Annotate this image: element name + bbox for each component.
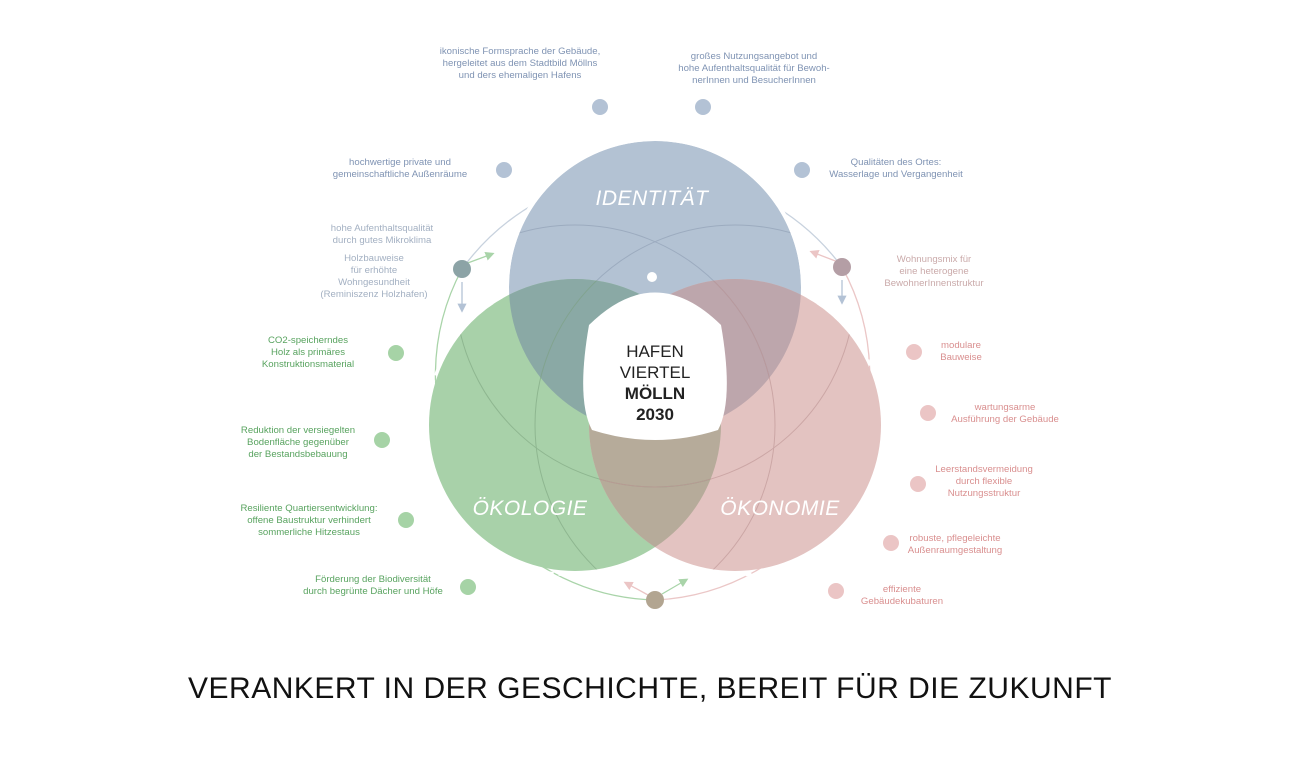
- ecology-label-4: Förderung der Biodiversität durch begrün…: [303, 574, 443, 597]
- center-label: HAFEN VIERTEL MÖLLN 2030: [620, 341, 691, 425]
- shared-label-timber: Holzbauweise für erhöhte Wohngesundheit …: [320, 253, 428, 300]
- ecology-title: ÖKOLOGIE: [472, 497, 588, 520]
- arrow-ecology-top: [464, 251, 495, 265]
- center-area: [583, 292, 727, 440]
- node-economy-3: [910, 476, 926, 492]
- identity-label-2: großes Nutzungsangebot und hohe Aufentha…: [678, 51, 830, 86]
- center-dot: [647, 272, 657, 282]
- node-identity-3: [496, 162, 512, 178]
- node-economy-4: [883, 535, 899, 551]
- node-ecology-1: [388, 345, 404, 361]
- node-identity-2: [695, 99, 711, 115]
- node-ecology-3: [398, 512, 414, 528]
- economy-label-5: effiziente Gebäudekubaturen: [860, 584, 944, 607]
- center-line-3: MÖLLN: [624, 384, 686, 403]
- ecology-label-2: Reduktion der versiegelten Bodenfläche g…: [240, 425, 356, 460]
- identity-label-3: hochwertige private und gemeinschaftlich…: [332, 157, 468, 180]
- identity-title: IDENTITÄT: [595, 187, 709, 210]
- node-economy-5: [828, 583, 844, 599]
- arrow-economy-bottom: [623, 581, 649, 596]
- separator-identity: [505, 137, 805, 288]
- economy-label-2: wartungsarme Ausführung der Gebäude: [951, 402, 1059, 425]
- economy-label-1: modulare Bauweise: [940, 340, 982, 363]
- separator-economy: [661, 295, 886, 577]
- arrow-economy-top: [809, 250, 839, 263]
- identity-label-1: ikonische Formsprache der Gebäude, herge…: [439, 46, 601, 81]
- node-ecology-economy: [646, 591, 664, 609]
- center-line-1: HAFEN: [626, 342, 684, 361]
- identity-label-4: Qualitäten des Ortes: Wasserlage und Ver…: [829, 157, 963, 180]
- node-identity-economy: [833, 258, 851, 276]
- node-economy-1: [906, 344, 922, 360]
- separator-ecology: [424, 295, 649, 577]
- economy-title: ÖKONOMIE: [720, 497, 840, 520]
- slogan: VERANKERT IN DER GESCHICHTE, BEREIT FÜR …: [188, 672, 1112, 705]
- arrow-ecology-bottom: [661, 578, 689, 595]
- shared-label-microclimate: hohe Aufenthaltsqualität durch gutes Mik…: [330, 223, 434, 246]
- node-ecology-4: [460, 579, 476, 595]
- node-identity-1: [592, 99, 608, 115]
- shared-label-housing-mix: Wohnungsmix für eine heterogene Bewohner…: [884, 254, 984, 289]
- economy-label-3: Leerstandsvermeidung durch flexible Nutz…: [935, 464, 1033, 499]
- node-economy-2: [920, 405, 936, 421]
- node-ecology-2: [374, 432, 390, 448]
- economy-label-4: robuste, pflegeleichte Außenraumgestaltu…: [907, 533, 1003, 556]
- ecology-label-1: CO2-speicherndes Holz als primäres Konst…: [261, 335, 355, 370]
- node-identity-ecology: [453, 260, 471, 278]
- center-line-4: 2030: [636, 405, 674, 424]
- ecology-label-3: Resiliente Quartiersentwicklung: offene …: [240, 503, 378, 538]
- node-identity-4: [794, 162, 810, 178]
- center-line-2: VIERTEL: [619, 363, 691, 382]
